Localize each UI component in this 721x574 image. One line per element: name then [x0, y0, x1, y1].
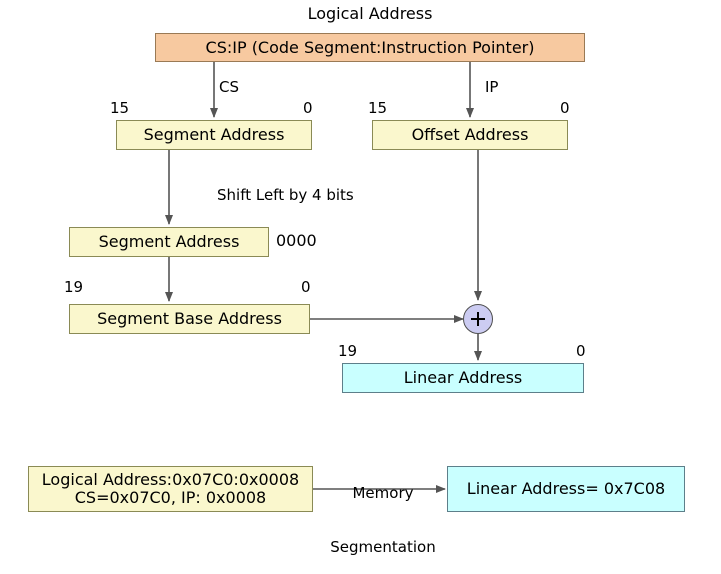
shifted-zeros-label: 0000: [276, 231, 317, 250]
offset-address-box: Offset Address: [372, 120, 568, 150]
adder-plus-icon: [463, 304, 493, 334]
bit-label-segment-msb: 15: [110, 99, 130, 117]
edge-label-ip: IP: [485, 78, 499, 96]
edge-label-memory-segmentation-line1: Memory: [352, 484, 414, 502]
bit-label-segment-base-msb: 19: [64, 278, 84, 296]
example-logical-line1: Logical Address:0x07C0:0x0008: [41, 470, 300, 490]
diagram-connectors: [165, 61, 482, 493]
bit-label-linear-lsb: 0: [576, 342, 586, 360]
edge-label-memory-segmentation-line2: Segmentation: [330, 538, 436, 556]
edge-label-cs: CS: [219, 78, 239, 96]
edge-label-shift-left: Shift Left by 4 bits: [217, 186, 354, 204]
linear-address-box: Linear Address: [342, 363, 584, 393]
segment-address-box: Segment Address: [116, 120, 312, 150]
bit-label-segment-base-lsb: 0: [301, 278, 311, 296]
bit-label-linear-msb: 19: [338, 342, 358, 360]
edge-label-memory-segmentation: Memory Segmentation: [318, 448, 448, 574]
page-title: Logical Address: [307, 4, 433, 23]
example-logical-line2: CS=0x07C0, IP: 0x0008: [74, 488, 267, 507]
logical-address-box: CS:IP (Code Segment:Instruction Pointer): [155, 33, 585, 62]
bit-label-offset-msb: 15: [368, 99, 388, 117]
segment-address-shifted-box: Segment Address: [69, 227, 269, 257]
bit-label-offset-lsb: 0: [560, 99, 570, 117]
segment-base-address-box: Segment Base Address: [69, 304, 310, 334]
example-logical-address-box: Logical Address:0x07C0:0x0008 CS=0x07C0,…: [28, 466, 313, 512]
example-linear-address-box: Linear Address= 0x7C08: [447, 466, 685, 512]
bit-label-segment-lsb: 0: [303, 99, 313, 117]
